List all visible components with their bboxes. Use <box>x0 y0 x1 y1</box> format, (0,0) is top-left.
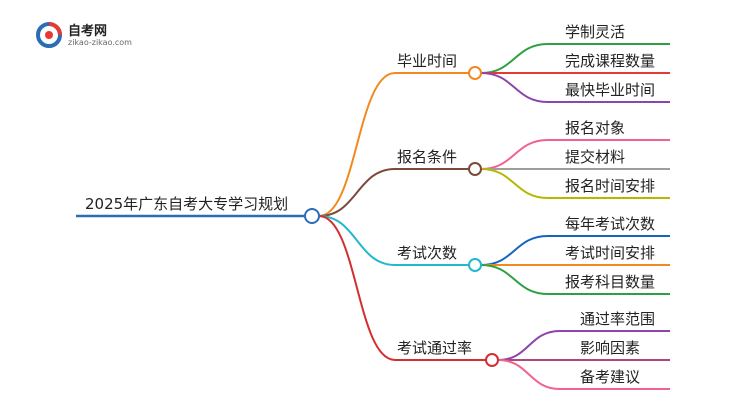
branch-node-circle[interactable] <box>485 353 499 367</box>
leaf-node-label: 提交材料 <box>565 148 625 166</box>
logo-swirl-icon <box>36 22 62 48</box>
branch-node-label: 考试次数 <box>397 244 457 262</box>
leaf-connector <box>480 168 549 199</box>
leaf-connector <box>497 330 561 361</box>
leaf-node-label: 备考建议 <box>580 368 640 386</box>
branch-node-label: 报名条件 <box>397 148 457 166</box>
leaf-node-label: 最快毕业时间 <box>565 81 655 99</box>
root-node-label: 2025年广东自考大专学习规划 <box>85 195 288 213</box>
leaf-node-label: 影响因素 <box>580 339 640 357</box>
logo-url: zikao-zikao.com <box>68 38 132 47</box>
leaf-node-label: 通过率范围 <box>580 310 655 328</box>
leaf-connector <box>497 359 561 390</box>
branch-connector <box>318 168 396 217</box>
leaf-node-label: 报考科目数量 <box>565 273 655 291</box>
branch-connector <box>318 215 396 266</box>
site-logo[interactable]: 自考网 zikao-zikao.com <box>34 18 144 52</box>
leaf-node-label: 报名对象 <box>565 119 625 137</box>
logo-brand: 自考网 <box>68 24 108 39</box>
branch-node-circle[interactable] <box>468 66 482 80</box>
leaf-connector <box>480 264 549 295</box>
branch-node-circle[interactable] <box>468 162 482 176</box>
leaf-connector <box>480 139 549 170</box>
leaf-node-label: 报名时间安排 <box>565 177 655 195</box>
branch-connector <box>318 215 396 361</box>
leaf-connector <box>480 72 549 103</box>
leaf-node-label: 每年考试次数 <box>565 215 655 233</box>
branch-node-circle[interactable] <box>468 258 482 272</box>
leaf-node-label: 完成课程数量 <box>565 52 655 70</box>
leaf-node-label: 学制灵活 <box>565 23 625 41</box>
branch-node-label: 考试通过率 <box>397 339 472 357</box>
leaf-connector <box>480 43 549 74</box>
root-node-circle[interactable] <box>304 208 320 224</box>
branch-connector <box>318 72 396 217</box>
branch-node-label: 毕业时间 <box>397 52 457 70</box>
leaf-connector <box>480 235 549 266</box>
leaf-node-label: 考试时间安排 <box>565 244 655 262</box>
